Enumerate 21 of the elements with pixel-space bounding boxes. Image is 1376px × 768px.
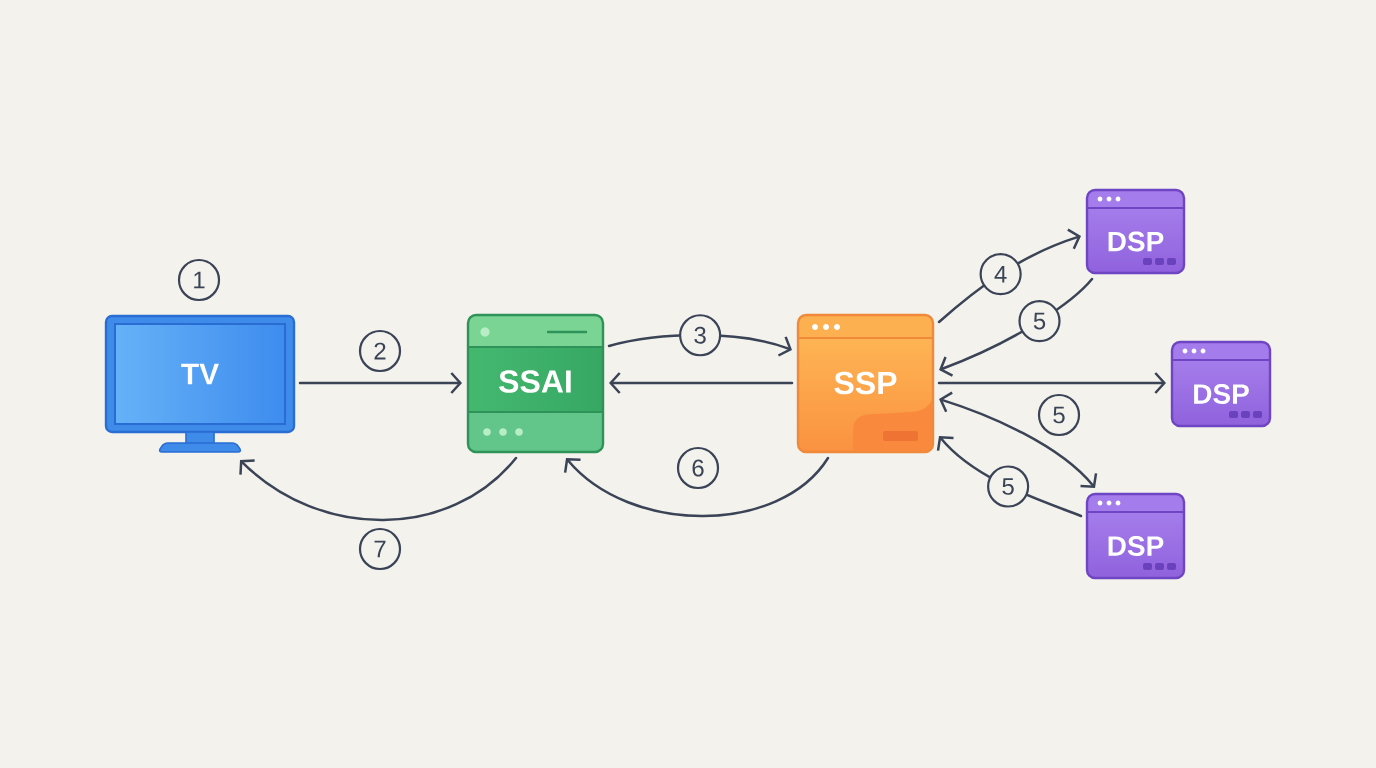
server-box: SSAI: [466, 313, 605, 454]
edge-label: 4: [979, 253, 1022, 296]
arrow: [609, 372, 794, 394]
window-box: DSP: [1170, 340, 1272, 428]
arrow: [563, 456, 830, 518]
window-box: DSP: [1085, 188, 1186, 275]
edge-label: 2: [358, 329, 402, 373]
edge-label: 6: [676, 446, 720, 490]
edge-label: 5: [987, 465, 1030, 508]
arrow: [937, 372, 1166, 394]
arrow: [298, 372, 462, 394]
edge-label: 7: [358, 527, 402, 571]
window-box: SSP: [796, 313, 935, 454]
edge-label: 5: [1037, 393, 1081, 437]
edge-label: 5: [1018, 300, 1061, 343]
double-arrow: [939, 391, 1098, 488]
edge-label: 3: [679, 314, 722, 357]
arrow: [239, 456, 518, 522]
tv-monitor: TV: [104, 314, 296, 453]
callout-number: 1: [177, 258, 221, 302]
window-box: DSP: [1085, 492, 1186, 580]
